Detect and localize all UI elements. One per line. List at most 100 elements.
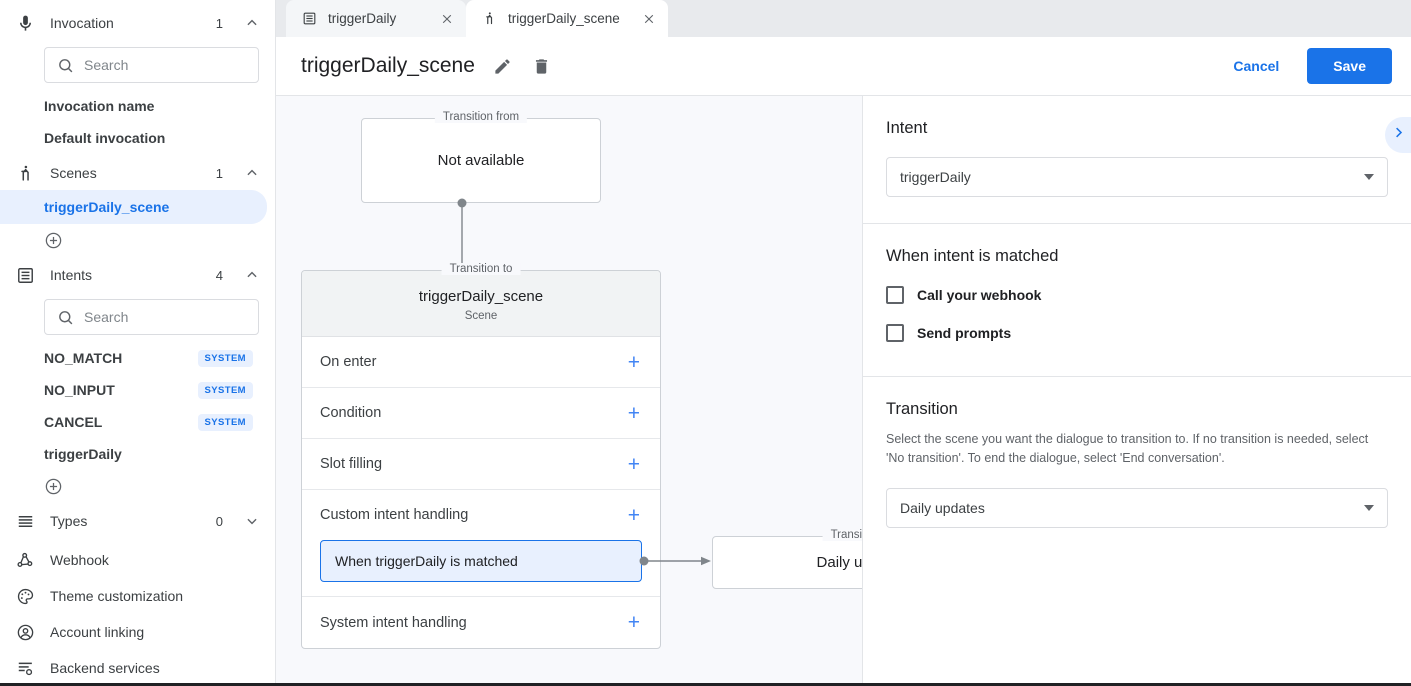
chevron-down-icon[interactable] xyxy=(245,514,259,528)
scene-row-head: Slot filling + xyxy=(320,439,642,489)
webhook-icon xyxy=(14,549,36,571)
trash-icon[interactable] xyxy=(532,57,551,76)
scene-icon xyxy=(14,162,36,184)
sidebar-item-label: Webhook xyxy=(50,552,109,568)
sidebar-item-no-input[interactable]: NO_INPUT SYSTEM xyxy=(0,374,267,406)
node-transition-target[interactable]: Transition to Daily updates xyxy=(712,529,862,589)
add-scene-button[interactable] xyxy=(0,224,275,256)
add-icon[interactable]: + xyxy=(627,401,640,425)
sidebar-item-default-invocation[interactable]: Default invocation xyxy=(0,122,267,154)
panel-collapse-button[interactable] xyxy=(1385,117,1411,153)
chevron-down-icon xyxy=(1364,504,1374,511)
pencil-icon[interactable] xyxy=(493,57,512,76)
sidebar-item-label: Invocation name xyxy=(44,98,155,114)
panel-section-transition: Transition Select the scene you want the… xyxy=(863,377,1411,554)
scene-row-on-enter[interactable]: On enter + xyxy=(302,337,660,388)
add-icon[interactable]: + xyxy=(627,503,640,527)
sidebar-item-label: triggerDaily xyxy=(44,446,122,462)
sidebar-group-types[interactable]: Types 0 xyxy=(0,504,275,538)
sidebar-item-cancel[interactable]: CANCEL SYSTEM xyxy=(0,406,267,438)
close-icon[interactable] xyxy=(642,12,656,26)
transition-select-value: Daily updates xyxy=(900,499,985,516)
sidebar-item-no-match[interactable]: NO_MATCH SYSTEM xyxy=(0,342,267,374)
sidebar-item-invocation-name[interactable]: Invocation name xyxy=(0,90,267,122)
sidebar-item-label: Account linking xyxy=(50,624,145,640)
sidebar-group-invocation[interactable]: Invocation 1 xyxy=(0,6,275,40)
cancel-button[interactable]: Cancel xyxy=(1221,49,1291,83)
sidebar-group-count: 0 xyxy=(215,513,223,529)
sidebar-item-triggerdaily[interactable]: triggerDaily xyxy=(0,438,267,470)
tab-triggerdaily-scene[interactable]: triggerDaily_scene xyxy=(466,0,668,37)
scene-row-custom-intent-handling[interactable]: Custom intent handling + When triggerDai… xyxy=(302,490,660,597)
node-legend: Transition from xyxy=(434,111,528,123)
plus-circle-icon xyxy=(45,232,62,248)
intents-search[interactable] xyxy=(44,299,259,335)
invocation-search[interactable] xyxy=(44,47,259,83)
sidebar-item-account-linking[interactable]: Account linking xyxy=(0,614,275,650)
sidebar-group-scenes[interactable]: Scenes 1 xyxy=(0,156,275,190)
account-circle-icon xyxy=(14,621,36,643)
close-icon[interactable] xyxy=(440,12,454,26)
scene-row-label: Custom intent handling xyxy=(320,507,469,523)
scene-row-head: Condition + xyxy=(320,388,642,438)
panel-section-intent: Intent triggerDaily xyxy=(863,96,1411,224)
sidebar-group-count: 1 xyxy=(215,165,223,181)
add-intent-button[interactable] xyxy=(0,470,275,502)
node-legend: Transition to xyxy=(822,529,862,541)
sidebar-item-label: NO_MATCH xyxy=(44,350,123,366)
status-badge: SYSTEM xyxy=(197,413,253,431)
checkbox-row-send-prompts[interactable]: Send prompts xyxy=(886,324,1388,342)
tab-triggerdaily[interactable]: triggerDaily xyxy=(286,0,466,37)
checkbox-unchecked-icon[interactable] xyxy=(886,286,904,304)
sidebar-item-label: Default invocation xyxy=(44,130,166,146)
checkbox-unchecked-icon[interactable] xyxy=(886,324,904,342)
scene-row-head: Custom intent handling + xyxy=(320,490,642,540)
sidebar-item-webhook[interactable]: Webhook xyxy=(0,542,275,578)
scene-row-head: System intent handling + xyxy=(320,598,642,648)
chevron-up-icon[interactable] xyxy=(245,166,259,180)
sidebar-item-backend-services[interactable]: Backend services xyxy=(0,650,275,686)
node-scene-card[interactable]: Transition to triggerDaily_scene Scene O… xyxy=(301,263,661,649)
invocation-search-input[interactable] xyxy=(84,57,246,73)
types-icon xyxy=(14,510,36,532)
checkbox-row-call-your-webhook[interactable]: Call your webhook xyxy=(886,286,1388,304)
save-button[interactable]: Save xyxy=(1307,48,1392,84)
sidebar-item-theme-customization[interactable]: Theme customization xyxy=(0,578,275,614)
sidebar-item-label: NO_INPUT xyxy=(44,382,115,398)
body-area: Transition from Not available Transition… xyxy=(276,96,1411,686)
intent-handler-chip[interactable]: When triggerDaily is matched xyxy=(320,540,642,582)
sidebar-group-label: Types xyxy=(50,513,88,529)
scene-row-slot-filling[interactable]: Slot filling + xyxy=(302,439,660,490)
add-icon[interactable]: + xyxy=(627,350,640,374)
microphone-icon xyxy=(14,12,36,34)
chevron-up-icon[interactable] xyxy=(245,16,259,30)
scene-row-label: Condition xyxy=(320,405,382,421)
section-title: Intent xyxy=(886,119,928,137)
intent-select[interactable]: triggerDaily xyxy=(886,157,1388,197)
sidebar-group-intents[interactable]: Intents 4 xyxy=(0,258,275,292)
tab-bar: triggerDaily triggerDaily_scene xyxy=(276,0,1411,37)
intent-select-value: triggerDaily xyxy=(900,169,971,185)
transition-select[interactable]: Daily updates xyxy=(886,487,1388,528)
sidebar-item-triggerdaily-scene[interactable]: triggerDaily_scene xyxy=(0,190,267,224)
scene-row-label: Slot filling xyxy=(320,456,383,472)
scene-row-condition[interactable]: Condition + xyxy=(302,388,660,439)
properties-panel: Intent triggerDaily When intent is match… xyxy=(862,96,1411,686)
page-header: triggerDaily_scene Cancel Save xyxy=(276,37,1411,96)
node-text: Not available xyxy=(437,152,525,169)
intents-search-input[interactable] xyxy=(84,309,246,325)
scene-row-head: On enter + xyxy=(320,337,642,387)
add-icon[interactable]: + xyxy=(627,452,640,476)
sidebar-group-label: Invocation xyxy=(50,15,114,31)
add-icon[interactable]: + xyxy=(627,611,640,634)
sidebar-item-label: Backend services xyxy=(50,660,160,676)
sidebar-item-label: triggerDaily_scene xyxy=(44,199,170,215)
scene-row-label: System intent handling xyxy=(320,614,467,631)
scene-row-system-intent-handling[interactable]: System intent handling + xyxy=(302,597,660,648)
node-transition-from[interactable]: Transition from Not available xyxy=(361,111,601,203)
scene-graph-canvas[interactable]: Transition from Not available Transition… xyxy=(276,96,862,686)
chevron-up-icon[interactable] xyxy=(245,268,259,282)
panel-section-when-intent-matched: When intent is matched Call your webhook… xyxy=(863,224,1411,377)
section-title: Transition xyxy=(886,400,958,418)
tab-label: triggerDaily xyxy=(328,11,397,26)
